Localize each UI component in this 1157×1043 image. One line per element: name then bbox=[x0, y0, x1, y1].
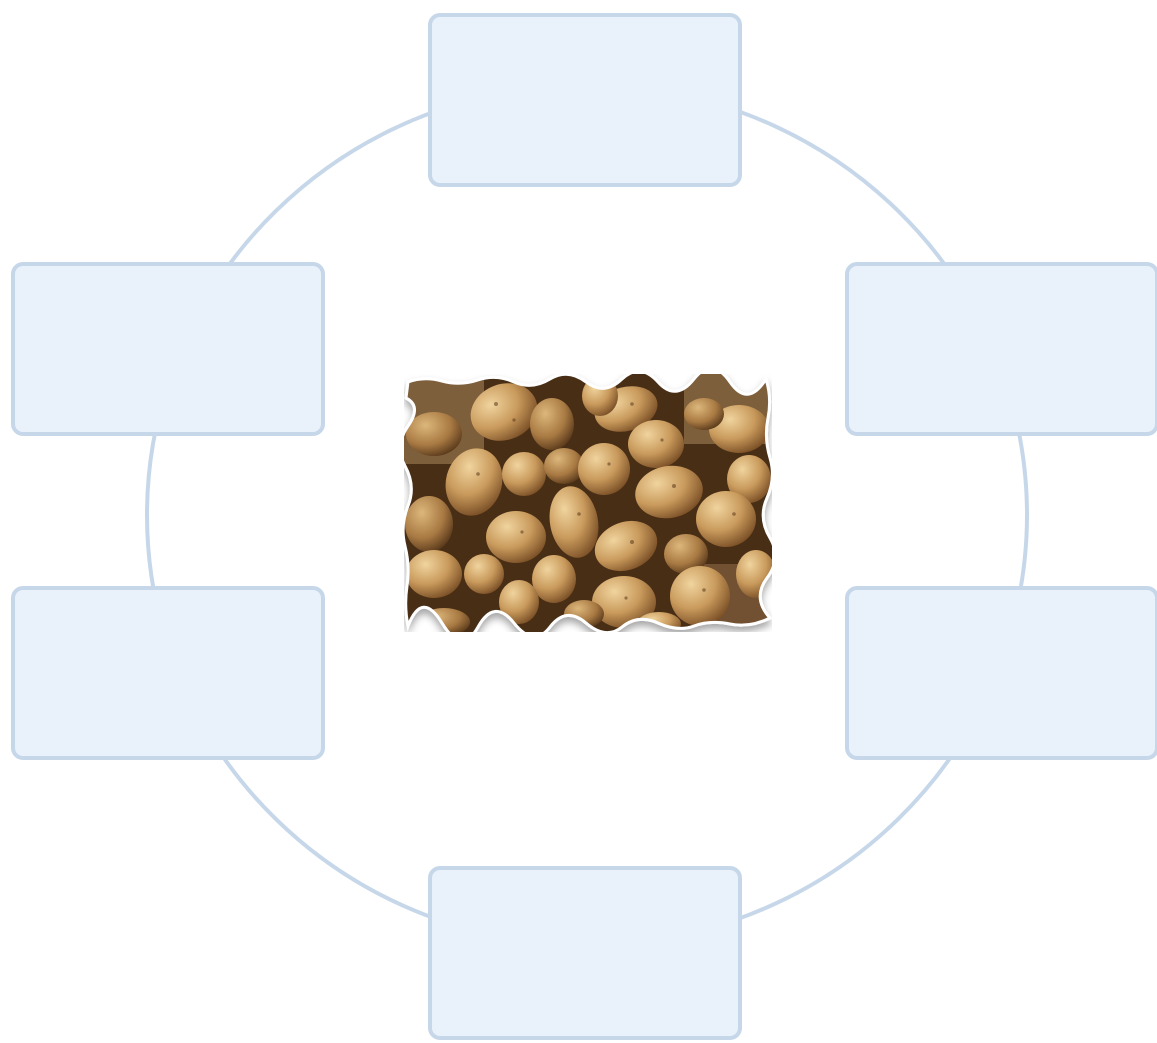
cycle-node-bottom bbox=[428, 866, 742, 1040]
cycle-node-lower-right bbox=[845, 586, 1157, 760]
cycle-node-upper-right bbox=[845, 262, 1157, 436]
cycle-node-upper-left bbox=[11, 262, 325, 436]
cycle-node-lower-left bbox=[11, 586, 325, 760]
potatoes bbox=[405, 376, 772, 632]
photo-deckled-border bbox=[404, 374, 772, 632]
cycle-node-top bbox=[428, 13, 742, 187]
potatoes-photo-icon bbox=[404, 374, 772, 632]
